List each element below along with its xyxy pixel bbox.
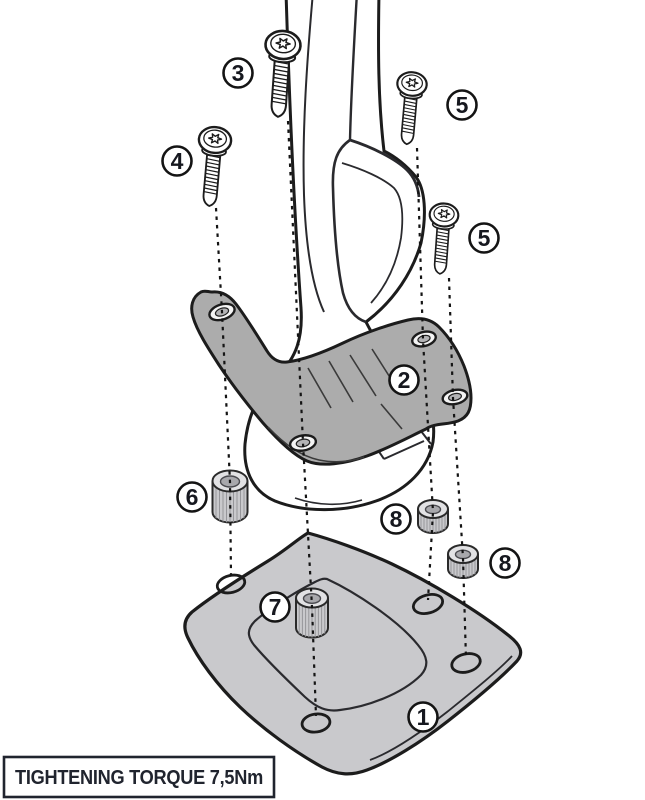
dash-line-screw-5-top bbox=[415, 147, 435, 601]
callout-8-top-label: 8 bbox=[390, 506, 403, 532]
washer-8-bottom-knurl bbox=[450, 559, 476, 578]
callout-8-bottom: 8 bbox=[489, 547, 521, 579]
callout-2-label: 2 bbox=[398, 367, 411, 393]
callout-5-bottom: 5 bbox=[468, 222, 500, 254]
foot-bottom-inner-line bbox=[294, 497, 363, 506]
callout-3-label: 3 bbox=[232, 60, 245, 86]
callout-2: 2 bbox=[388, 364, 420, 396]
callout-4-label: 4 bbox=[171, 148, 184, 174]
plate-hole-top-left bbox=[215, 573, 247, 595]
torque-label-box: TIGHTENING TORQUE 7,5Nm bbox=[2, 755, 276, 799]
bulge-left-edge bbox=[331, 138, 367, 324]
bracket-body bbox=[190, 289, 473, 466]
callout-8-top: 8 bbox=[380, 503, 412, 535]
bulge-top-edge bbox=[349, 138, 421, 198]
dash-line-screw-4 bbox=[214, 207, 233, 577]
base-plate-thickness-line bbox=[369, 655, 513, 761]
callout-1-label: 1 bbox=[417, 704, 430, 730]
callout-5-top-label: 5 bbox=[456, 92, 469, 118]
callout-7-label: 7 bbox=[269, 594, 282, 620]
dash-line-screw-5-bottom bbox=[447, 277, 468, 660]
bulge-inner-line bbox=[341, 162, 404, 304]
leg-inner-line-right bbox=[348, 0, 358, 141]
callout-5-bottom-label: 5 bbox=[478, 225, 491, 251]
screw-4 bbox=[191, 124, 234, 209]
washer-8-bottom bbox=[447, 544, 479, 579]
leg-inner-line-left bbox=[302, 0, 325, 313]
plate-hole-upper-right bbox=[411, 593, 445, 615]
plate-hole-lower-right bbox=[450, 652, 482, 674]
callout-4: 4 bbox=[161, 145, 193, 177]
base-plate-recess-outline bbox=[247, 577, 428, 712]
callout-8-bottom-label: 8 bbox=[499, 550, 512, 576]
torque-label-text: TIGHTENING TORQUE 7,5Nm bbox=[15, 767, 263, 789]
callout-3: 3 bbox=[222, 57, 254, 89]
callout-5-top: 5 bbox=[446, 89, 478, 121]
bracket-edge-thickness-line bbox=[267, 426, 365, 463]
alignment-dashes bbox=[214, 120, 468, 717]
callout-6: 6 bbox=[176, 481, 208, 513]
spacer-7 bbox=[295, 587, 329, 639]
callout-7: 7 bbox=[259, 591, 291, 623]
washer-8-top bbox=[417, 499, 449, 534]
bracket-part-2 bbox=[190, 289, 473, 466]
washer-8-top-knurl bbox=[420, 514, 446, 533]
bracket-hole-top-right bbox=[411, 330, 437, 348]
screw-5-bottom bbox=[424, 201, 461, 276]
bracket-hatch-lines bbox=[307, 348, 403, 430]
callout-6-label: 6 bbox=[186, 484, 199, 510]
screw-5-top bbox=[390, 69, 429, 147]
plate-hole-bottom bbox=[300, 712, 332, 734]
callout-1: 1 bbox=[407, 701, 439, 733]
bracket-hole-bottom-right bbox=[441, 388, 469, 406]
